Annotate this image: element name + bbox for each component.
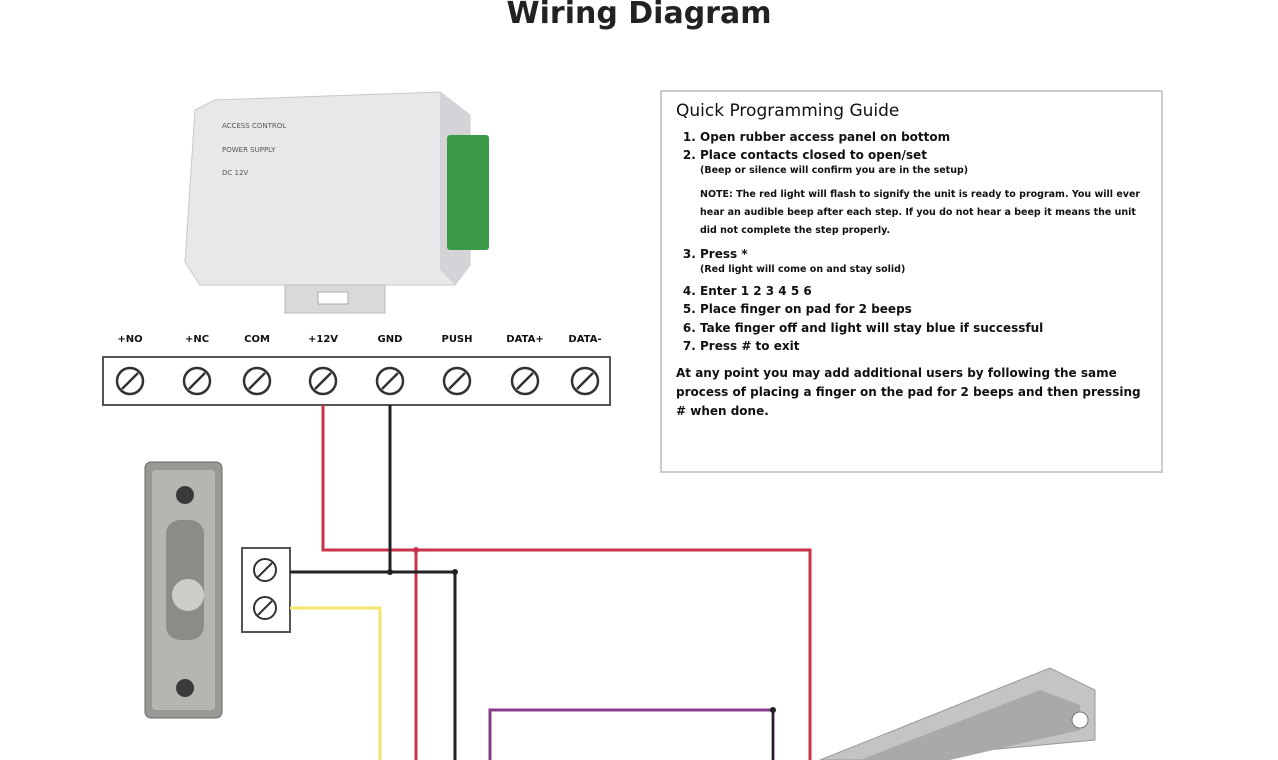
- guide-step: Open rubber access panel on bottom: [700, 129, 1147, 145]
- terminal-label: COM: [244, 334, 270, 345]
- terminal-screw: [570, 366, 600, 396]
- terminal-screw: [242, 366, 272, 396]
- exit-button-device: [144, 461, 223, 719]
- terminal-screw: [510, 366, 540, 396]
- terminal-label: DATA-: [568, 334, 602, 345]
- terminal-screw: [308, 366, 338, 396]
- guide-step: Enter 1 2 3 4 5 6: [700, 283, 1147, 299]
- guide-step: Take finger off and light will stay blue…: [700, 320, 1147, 336]
- guide-heading: Quick Programming Guide: [676, 101, 900, 121]
- diagram-title: Wiring Diagram: [506, 0, 772, 31]
- terminal-label: +12V: [307, 334, 339, 345]
- terminal-screw: [442, 366, 472, 396]
- green-terminal-block: [447, 135, 489, 250]
- purple-wire-lock: [488, 708, 775, 760]
- terminal-label: PUSH: [441, 334, 473, 345]
- black-wire-gnd: [388, 405, 457, 760]
- electric-strike-lock: [819, 667, 1096, 760]
- terminal-label: +NO: [117, 334, 143, 345]
- controller-label-1: ACCESS CONTROL: [222, 122, 286, 130]
- terminal-screw: [115, 366, 145, 396]
- terminal-screw: [375, 366, 405, 396]
- controller-label-3: DC 12V: [222, 169, 248, 177]
- terminal-label: DATA+: [506, 334, 544, 345]
- guide-step: Press * (Red light will come on and stay…: [700, 246, 1147, 277]
- guide-footer: At any point you may add additional user…: [676, 366, 1141, 419]
- yellow-wire-push: [290, 606, 382, 760]
- red-wire-12v: [321, 405, 812, 760]
- controller-device: ACCESS CONTROL POWER SUPPLY DC 12V: [184, 91, 489, 314]
- terminal-label: +NC: [184, 334, 210, 345]
- quick-programming-guide: Quick Programming Guide Open rubber acce…: [660, 90, 1163, 473]
- guide-step: Place contacts closed to open/set (Beep …: [700, 147, 1147, 240]
- guide-note: NOTE: The red light will flash to signif…: [700, 189, 1141, 237]
- guide-step: Press # to exit: [700, 338, 1147, 354]
- terminal-label: GND: [377, 334, 403, 345]
- terminal-screw: [182, 366, 212, 396]
- guide-step: Place finger on pad for 2 beeps: [700, 301, 1147, 317]
- controller-label-2: POWER SUPPLY: [222, 146, 276, 154]
